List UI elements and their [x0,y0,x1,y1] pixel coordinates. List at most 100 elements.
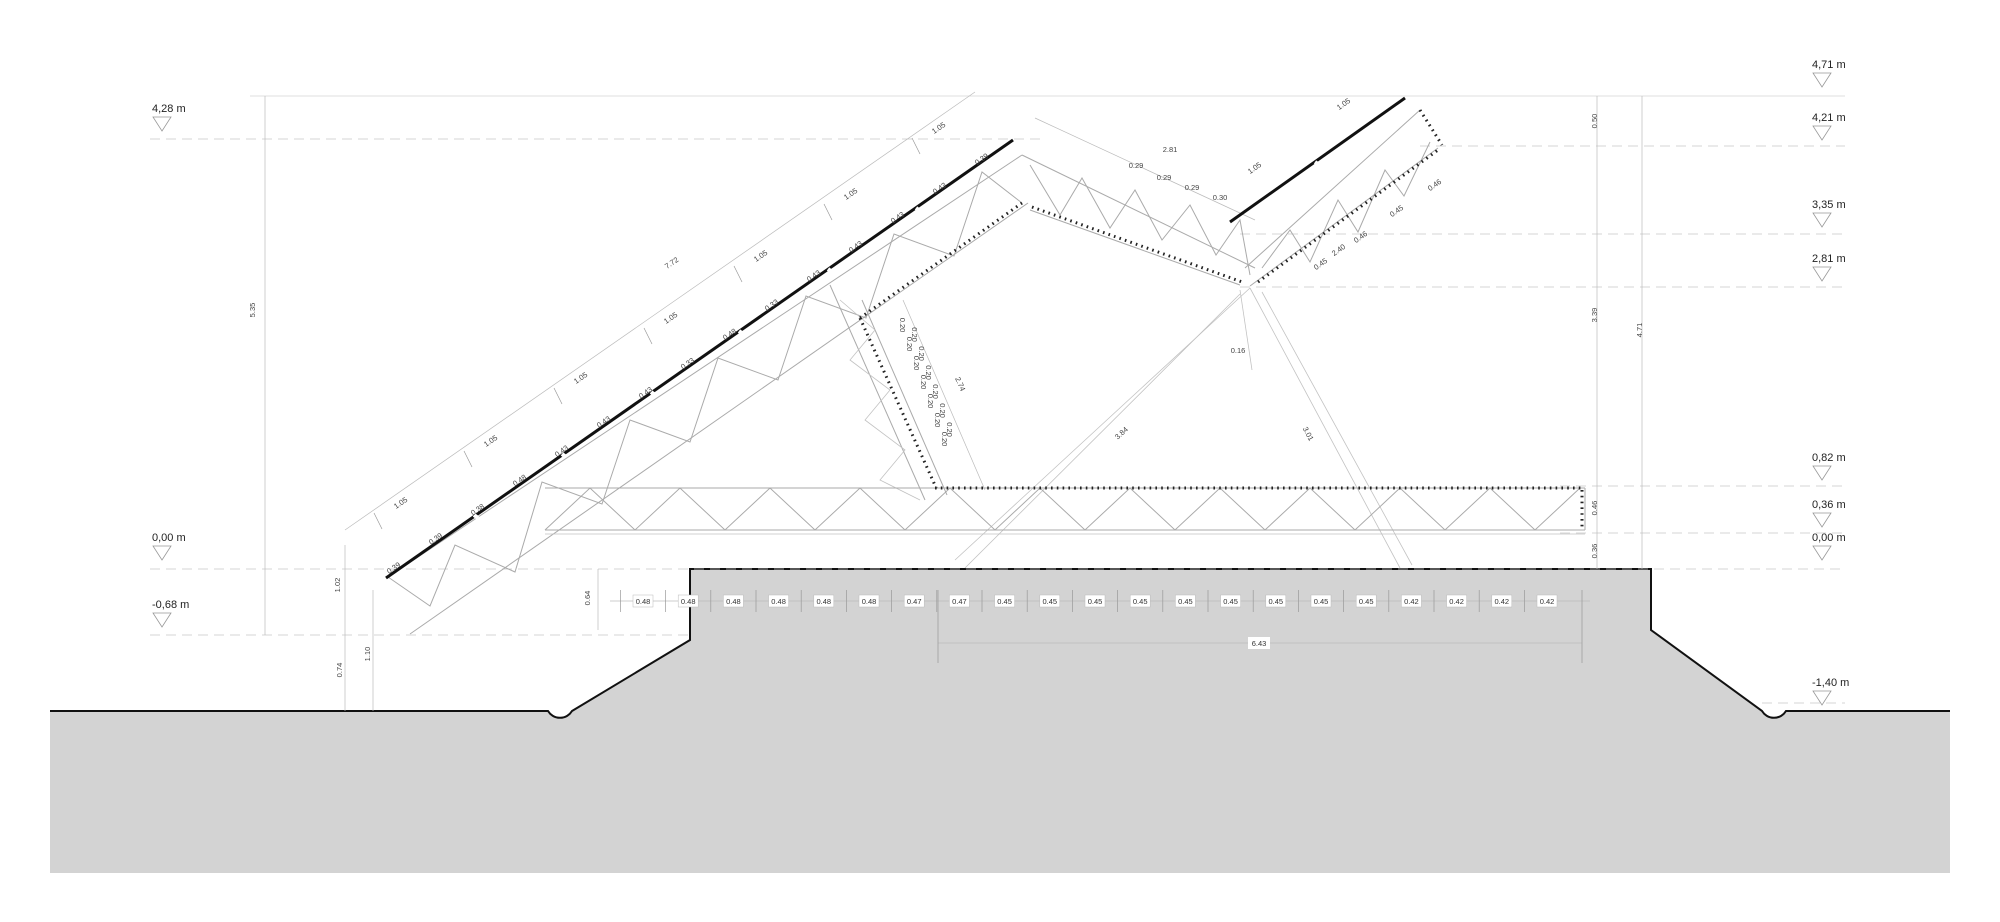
right-slope-plank [1229,96,1406,224]
level-label: 0,36 m [1812,499,1846,511]
level-triangle-icon [1812,72,1832,88]
middle-truss-top [1021,154,1256,269]
level-triangle-icon [1812,545,1832,561]
left-small-label: 0.43 [931,180,948,196]
level-label: 2,81 m [1812,253,1846,265]
right-small-1: 0.46 [1426,177,1443,193]
deck-spacing-box [1265,594,1287,608]
deck-spacing-box [1175,594,1196,608]
level-marker-right: -1,40 m [1812,677,1849,706]
middle-small-2: 0.29 [1157,173,1172,182]
diagonal-stair [829,201,1023,501]
ground-section [50,569,1950,873]
left-small-label: 0.43 [805,268,822,284]
deck-spacing-label: 0.45 [1223,597,1238,606]
right-post-label: 0.16 [1231,346,1246,355]
vdim-left-total-label: 5.35 [248,303,257,318]
left-slope-plank [385,138,1014,580]
diagonal-webs [839,299,921,501]
left-segment-tick [733,265,743,283]
deck-spacing-label: 0.42 [1540,597,1555,606]
deck-spacing-label: 0.45 [997,597,1012,606]
level-label: 0,00 m [152,532,186,544]
deck-spacing-box [1039,594,1061,608]
deck-spacing-box [1401,594,1422,608]
diagonal-dots-top [859,201,1023,320]
diagonal-inner [861,299,948,496]
deck-spacing-box [1355,594,1377,608]
left-slope-overall-label: 7.72 [663,255,680,271]
deck-spacing-box [813,594,835,608]
interior-right-label: 3.01 [1301,425,1316,442]
level-marker-left: -0,68 m [152,599,189,628]
vertical-dimension-labels: 5.35 1.02 0.64 1.10 0.74 0.50 3.39 4.71 … [248,114,1644,678]
diagonal-spacing-label: 0.20 [924,365,933,380]
support-post [1239,289,1253,371]
level-label: 4,28 m [152,103,186,115]
level-triangle-icon [1812,465,1832,481]
right-slope-labels-group: 1.05 1.05 0.46 0.45 0.46 0.45 2.40 0.16 [1231,96,1443,355]
interior-labels: 3.84 3.01 [1113,425,1316,442]
level-marker-right: 0,36 m [1812,499,1846,528]
deck-spacing-box [1310,594,1332,608]
deck-spacing-label: 0.47 [907,597,922,606]
interior-supports [954,287,1413,569]
diagonal-spacing-label: 0.20 [933,413,942,428]
vdim-left-1-label: 1.02 [333,578,342,593]
level-triangle-icon [1812,125,1832,141]
left-segment-tick [463,450,473,468]
left-slope-plank-break-6 [914,206,922,213]
deck-spacing-label: 0.45 [1268,597,1283,606]
left-segment-label: 1.05 [662,310,679,326]
levels-right: 4,71 m 4,21 m 3,35 m 2,81 m 0,82 m 0,36 m 0,00… [1812,59,1849,706]
left-slope-plank-break-4 [737,329,745,336]
deck-spacing-label: 0.48 [816,597,831,606]
left-slope-plank-break-2 [560,452,568,459]
left-segment-label: 1.05 [392,495,409,511]
support-right-b [1261,291,1413,566]
level-label: 4,71 m [1812,59,1846,71]
level-label: -0,68 m [152,599,189,611]
level-label: 4,21 m [1812,112,1846,124]
level-marker-left: 0,00 m [152,532,186,561]
deck-spacing-box [1491,594,1513,608]
diagonal-spacing-label: 0.20 [917,346,926,361]
level-marker-right: 4,21 m [1812,112,1846,141]
levels-left: 4,28 m 0,00 m -0,68 m [152,103,189,628]
deck-spacing-label: 0.48 [862,597,877,606]
deck-total-label: 6.43 [1252,639,1267,648]
deck-spacing-label: 0.47 [952,597,967,606]
left-slope-plank-break-3 [649,390,657,397]
level-marker-right: 3,35 m [1812,199,1846,228]
left-segment-tick [373,512,383,530]
right-small-4: 0.45 [1312,256,1329,272]
level-marker-right: 0,82 m [1812,452,1846,481]
vdim-right-mid-label: 3.39 [1590,308,1599,323]
deck-spacing-label: 0.42 [1404,597,1419,606]
middle-slope-overall-label: 2.81 [1163,145,1178,154]
support-left [954,287,1251,561]
deck-spacing-label: 0.45 [1042,597,1057,606]
deck-spacing-label: 0.48 [681,597,696,606]
left-small-label: 0.43 [889,210,906,226]
deck-spacing-box [1446,594,1467,608]
deck-spacing-box [858,594,880,608]
left-segment-label: 1.05 [752,248,769,264]
deck-spacing-label: 0.42 [1494,597,1509,606]
left-small-label: 0.43 [847,239,864,255]
left-small-label: 0.48 [721,326,738,342]
left-slope-plank-break-1 [472,513,480,520]
diagonal-spacing-labels: 0.200.200.200.200.200.200.200.200.200.20… [898,318,954,447]
right-sloped-truss [1229,96,1444,287]
vdim-right-b-label: 0.36 [1590,544,1599,559]
left-segment-tick [643,327,653,345]
middle-small-1: 0.29 [1129,161,1144,170]
level-label: 0,00 m [1812,532,1846,544]
left-truss-webs [387,171,1023,607]
vdim-left-2-label: 0.64 [583,591,592,606]
deck-spacing-label: 0.45 [1314,597,1329,606]
left-slope-overall: 7.72 [663,255,680,271]
right-slope-plank-break [1313,160,1320,166]
ground-outline [50,568,1950,719]
diagonal-spacing-label: 0.20 [912,356,921,371]
